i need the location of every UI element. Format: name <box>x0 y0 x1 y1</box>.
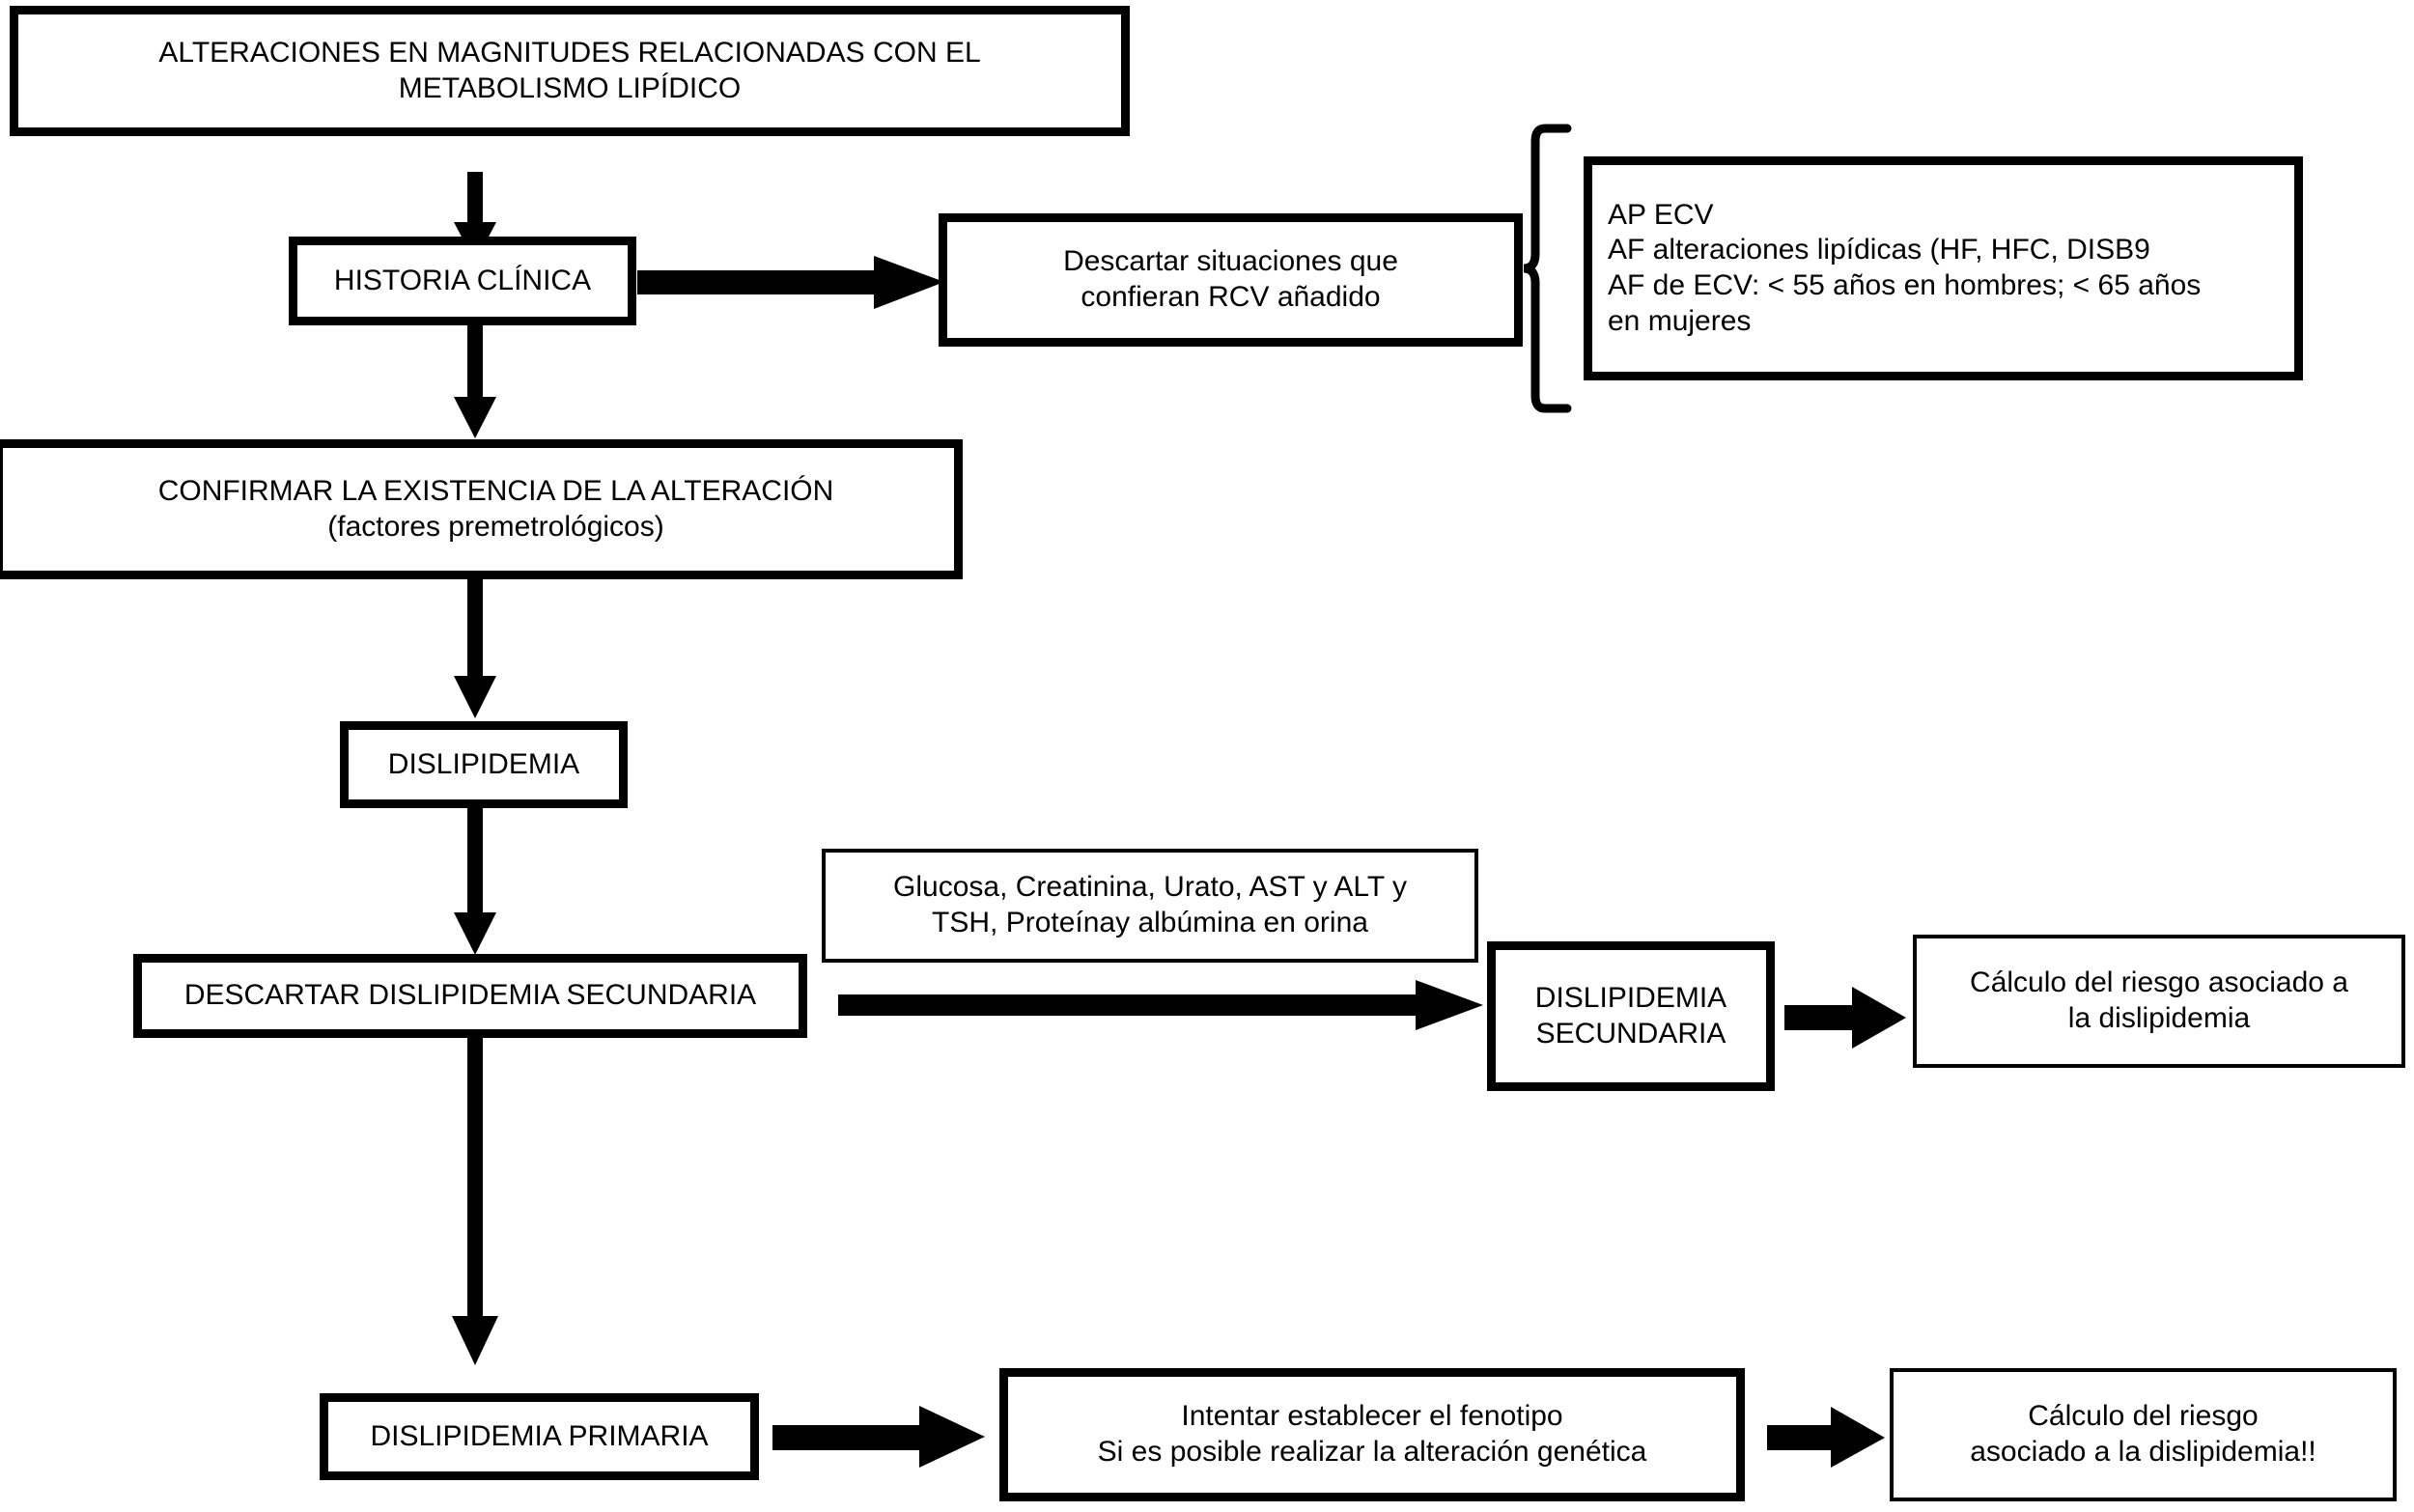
node-fenotipo: Intentar establecer el fenotipo Si es po… <box>999 1368 1745 1501</box>
node-dislipidemia-secundaria: DISLIPIDEMIA SECUNDARIA <box>1487 941 1775 1091</box>
arrow-dislipidemia-to-descartar-secundaria <box>446 808 504 956</box>
node-calculo-riesgo-secundaria: Cálculo del riesgo asociado a la dislipi… <box>1913 935 2405 1068</box>
node-alteraciones-magnitudes-label: ALTERACIONES EN MAGNITUDES RELACIONADAS … <box>158 36 981 104</box>
node-dislipidemia-primaria: DISLIPIDEMIA PRIMARIA <box>320 1393 759 1480</box>
node-calculo-riesgo-primaria-label: Cálculo del riesgo asociado a la dislipi… <box>1970 1400 2316 1468</box>
node-descartar-situaciones-label: Descartar situaciones que confieran RCV … <box>1063 245 1398 313</box>
node-ap-ecv: AP ECV AF alteraciones lipídicas (HF, HF… <box>1584 156 2303 380</box>
node-alteraciones-magnitudes: ALTERACIONES EN MAGNITUDES RELACIONADAS … <box>10 6 1130 136</box>
node-descartar-dislipidemia-secundaria: DESCARTAR DISLIPIDEMIA SECUNDARIA <box>133 954 807 1038</box>
node-dislipidemia-label: DISLIPIDEMIA <box>387 747 580 780</box>
node-fenotipo-label: Intentar establecer el fenotipo Si es po… <box>1097 1400 1647 1468</box>
node-confirmar-existencia-label: CONFIRMAR LA EXISTENCIA DE LA ALTERACIÓN… <box>157 474 834 543</box>
arrow-descartar-secundaria-to-dislipidemia-secundaria <box>838 966 1485 1033</box>
arrow-confirmar-to-dislipidemia <box>446 579 504 719</box>
node-dislipidemia-primaria-label: DISLIPIDEMIA PRIMARIA <box>370 1419 709 1452</box>
node-ap-ecv-label: AP ECV AF alteraciones lipídicas (HF, HF… <box>1608 198 2202 337</box>
arrow-fenotipo-to-calculo-riesgo-primaria <box>1767 1398 1893 1475</box>
node-analitica-pruebas-label: Glucosa, Creatinina, Urato, AST y ALT y … <box>893 871 1407 938</box>
node-calculo-riesgo-secundaria-label: Cálculo del riesgo asociado a la dislipi… <box>1970 966 2348 1034</box>
node-confirmar-existencia: CONFIRMAR LA EXISTENCIA DE LA ALTERACIÓN… <box>0 439 963 579</box>
node-descartar-dislipidemia-secundaria-label: DESCARTAR DISLIPIDEMIA SECUNDARIA <box>183 979 757 1012</box>
arrow-dislipidemia-primaria-to-fenotipo <box>772 1398 990 1475</box>
node-historia-clinica-label: HISTORIA CLÍNICA <box>333 264 592 296</box>
arrow-historia-clinica-to-confirmar <box>446 325 504 439</box>
node-calculo-riesgo-primaria: Cálculo del riesgo asociado a la dislipi… <box>1890 1368 2397 1501</box>
node-dislipidemia: DISLIPIDEMIA <box>340 721 628 808</box>
arrow-descartar-secundaria-to-dislipidemia-primaria <box>446 1038 504 1366</box>
node-analitica-pruebas: Glucosa, Creatinina, Urato, AST y ALT y … <box>822 849 1478 963</box>
brace-ap-ecv <box>1519 124 1582 413</box>
arrow-dislipidemia-secundaria-to-calculo-riesgo <box>1784 980 1910 1057</box>
node-dislipidemia-secundaria-label: DISLIPIDEMIA SECUNDARIA <box>1534 981 1727 1050</box>
arrow-historia-clinica-to-descartar-situaciones <box>637 249 946 317</box>
node-descartar-situaciones: Descartar situaciones que confieran RCV … <box>939 213 1523 347</box>
node-historia-clinica: HISTORIA CLÍNICA <box>289 237 636 325</box>
